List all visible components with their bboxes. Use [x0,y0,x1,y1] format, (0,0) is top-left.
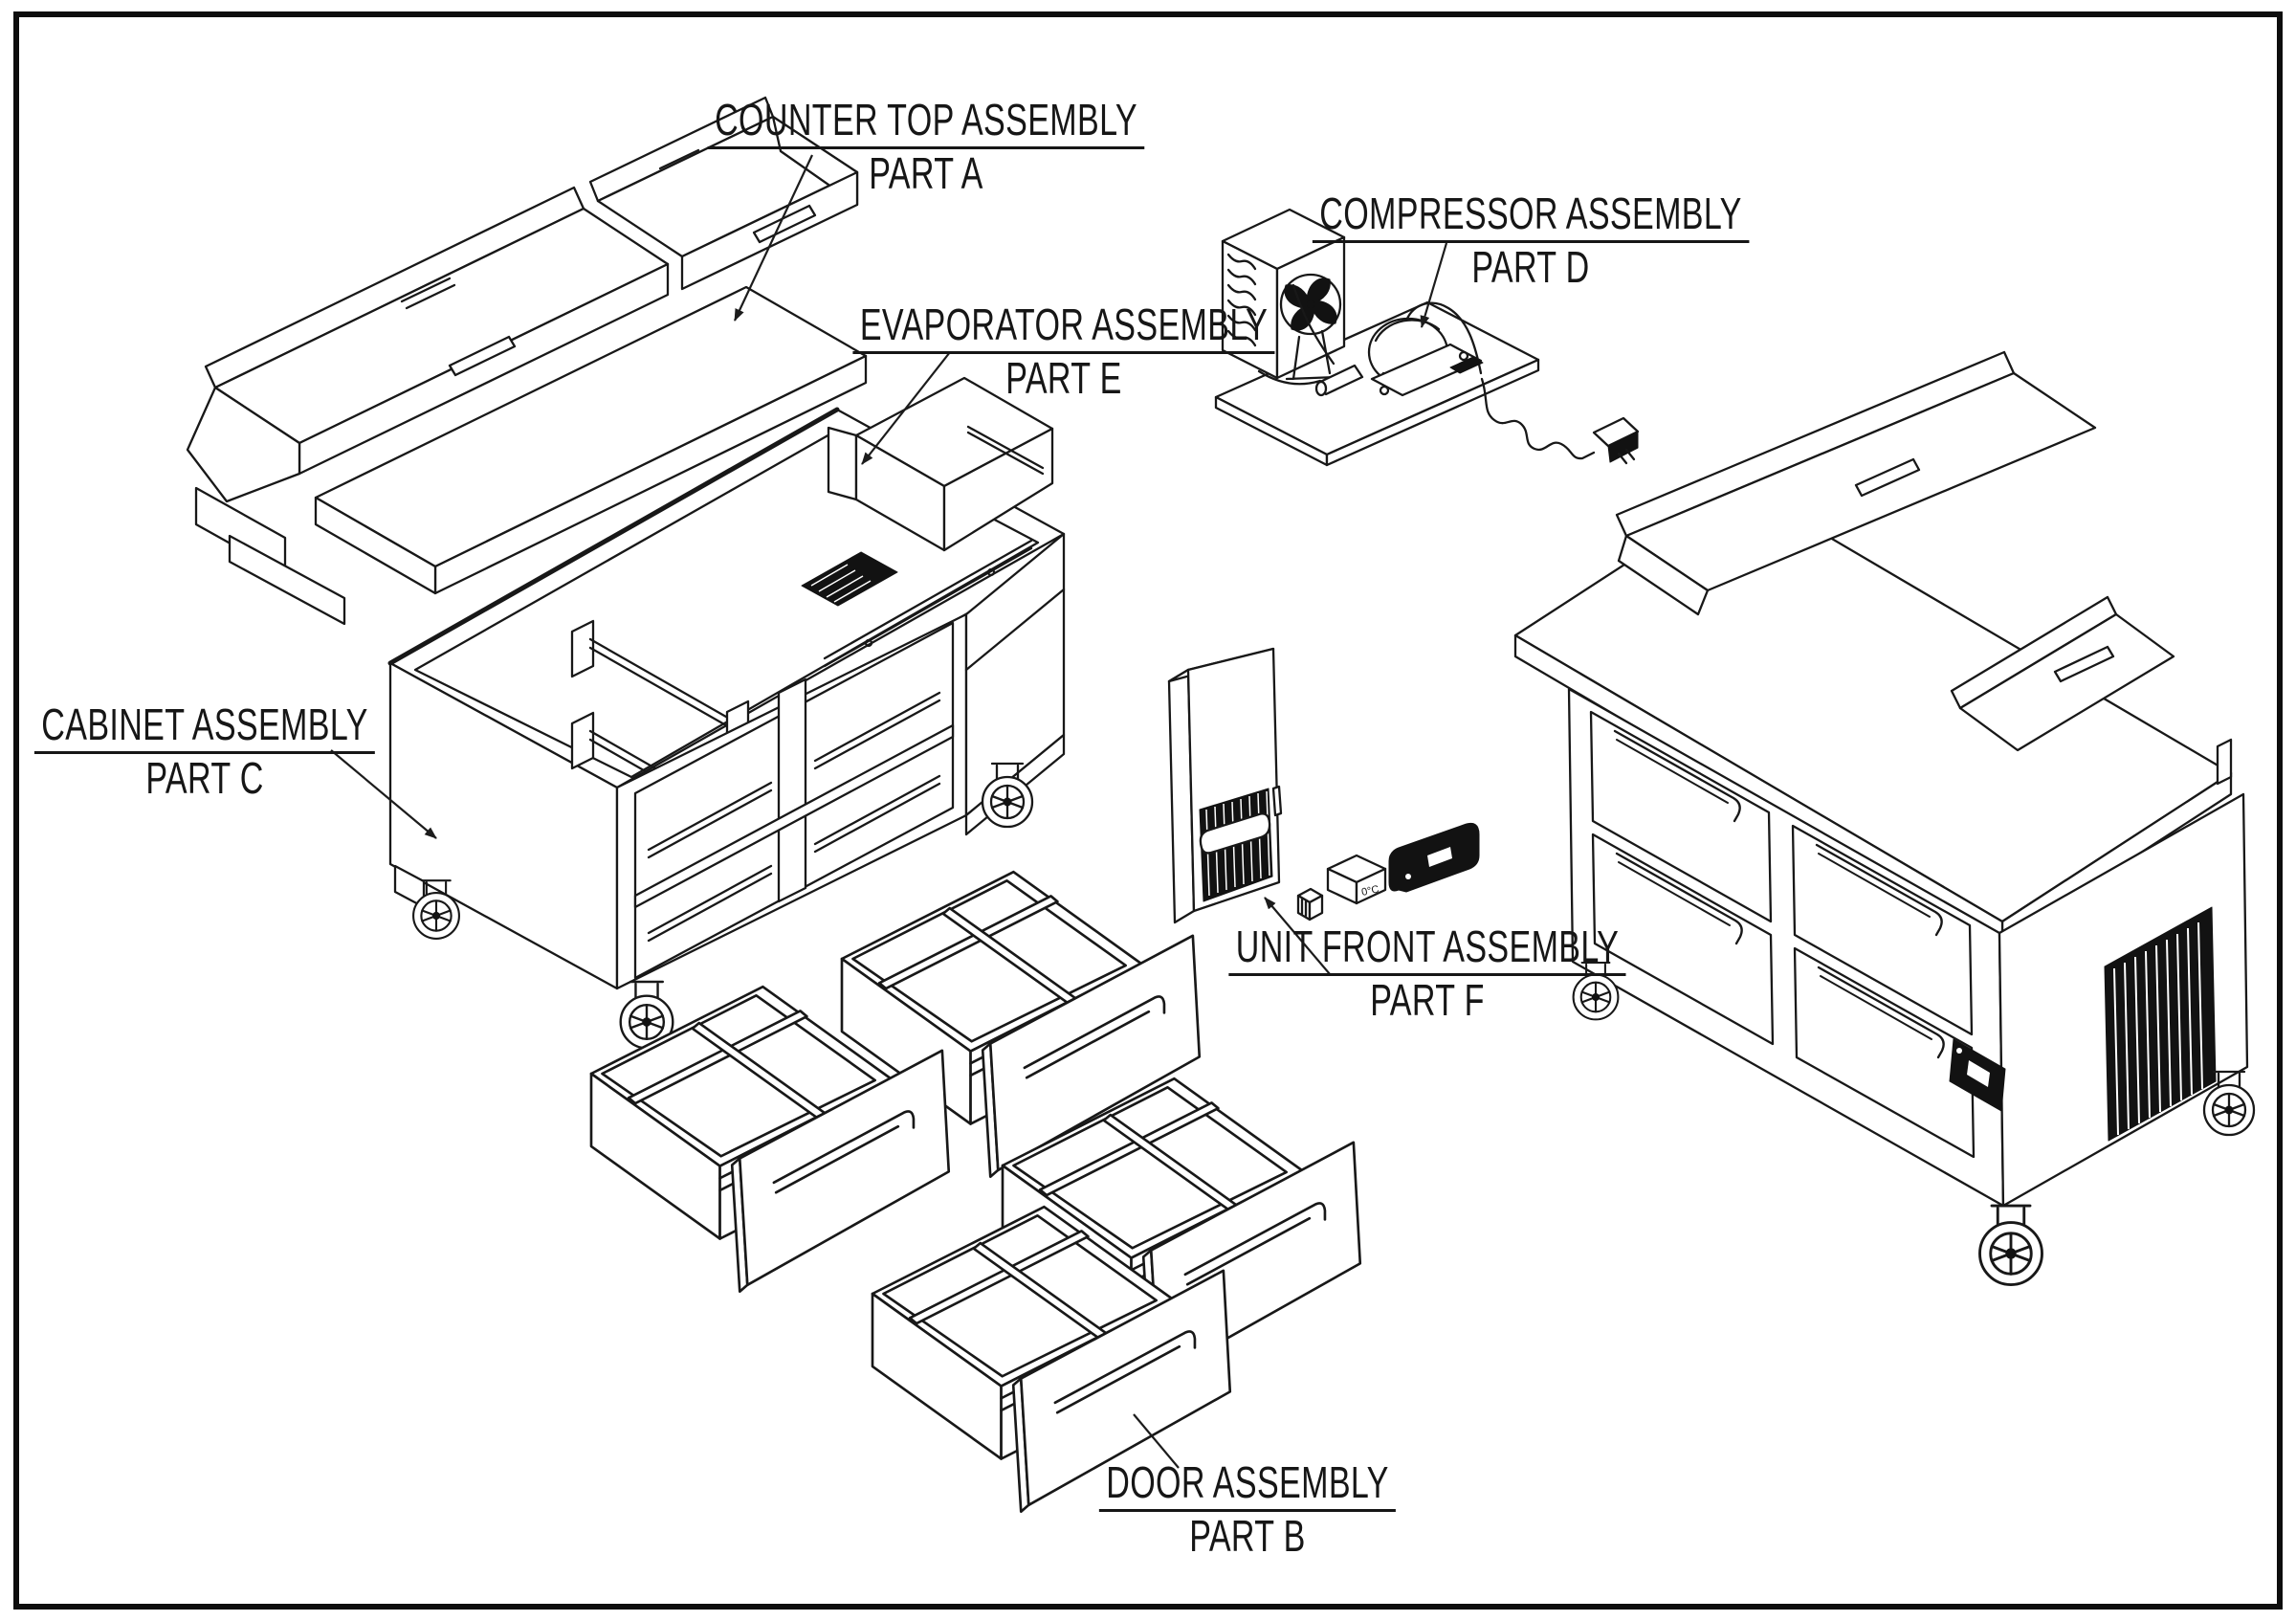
leader-unit-front [1264,897,1331,975]
leader-compressor [1420,242,1448,328]
lid-handle-slot [752,204,817,244]
callout-title: COUNTER TOP ASSEMBLY [707,96,1145,149]
callout-part: PART A [869,148,983,198]
thermostat-display: 0°C [1360,883,1380,899]
assembled-unit-drawing [1513,350,2256,1286]
unit-drawer-handles [1613,729,1945,1059]
condenser-fins [1226,253,1257,347]
callout-title: DOOR ASSEMBLY [1098,1458,1397,1512]
callout-part: PART B [1189,1511,1306,1561]
callout-cabinet: CABINET ASSEMBLY PART C [33,700,376,803]
lid-handle-slot [448,335,517,377]
unit-caster-front [1978,1204,2043,1286]
unit-drawer-front [1791,824,1974,1036]
panel-handle-slot [1199,812,1271,855]
cabinet-mullion [777,677,807,903]
callout-title: COMPRESSOR ASSEMBLY [1312,189,1750,243]
callout-part: PART E [1005,353,1122,403]
unit-control-panel [1949,1038,2006,1112]
unit-vent-grille [2104,906,2217,1142]
callout-title: UNIT FRONT ASSEMBLY [1228,922,1626,976]
power-switch [1296,887,1324,922]
unit-drawer-front [1591,833,1775,1046]
callout-evaporator: EVAPORATOR ASSEMBLY PART E [852,300,1275,403]
callout-counter-top: COUNTER TOP ASSEMBLY PART A [707,96,1145,198]
leader-cabinet [330,749,437,839]
power-plug-icon [1592,416,1640,465]
evaporator-assembly-drawing [827,376,1054,552]
control-bezel [1388,822,1480,893]
unit-drawer-front [1793,946,1976,1159]
counter-top-assembly-drawing [186,96,868,626]
page-frame [13,11,2283,1610]
callout-part: PART D [1471,242,1590,292]
callout-unit-front: UNIT FRONT ASSEMBLY PART F [1228,922,1626,1025]
coil-hatch-patch [801,551,898,607]
bay-slide-rails [647,691,941,943]
leader-counter-top [734,154,813,322]
callout-title: CABINET ASSEMBLY [33,700,376,754]
callout-compressor: COMPRESSOR ASSEMBLY PART D [1312,189,1750,292]
callout-part: PART C [145,753,264,803]
leader-evaporator [861,351,951,465]
power-cord [1480,377,1596,460]
compressor-assembly-drawing [1214,208,1640,467]
unit-drawer-front [1589,710,1773,923]
callout-door: DOOR ASSEMBLY PART B [1098,1458,1397,1561]
callout-leaders [330,154,1448,1469]
callout-part: PART F [1370,975,1485,1025]
thermostat-box: 0°C [1326,854,1387,905]
leader-door [1133,1413,1180,1469]
unit-lid-small [1958,612,2175,752]
unit-front-assembly-drawing: 0°C [1167,647,1480,924]
callout-title: EVAPORATOR ASSEMBLY [852,300,1275,354]
